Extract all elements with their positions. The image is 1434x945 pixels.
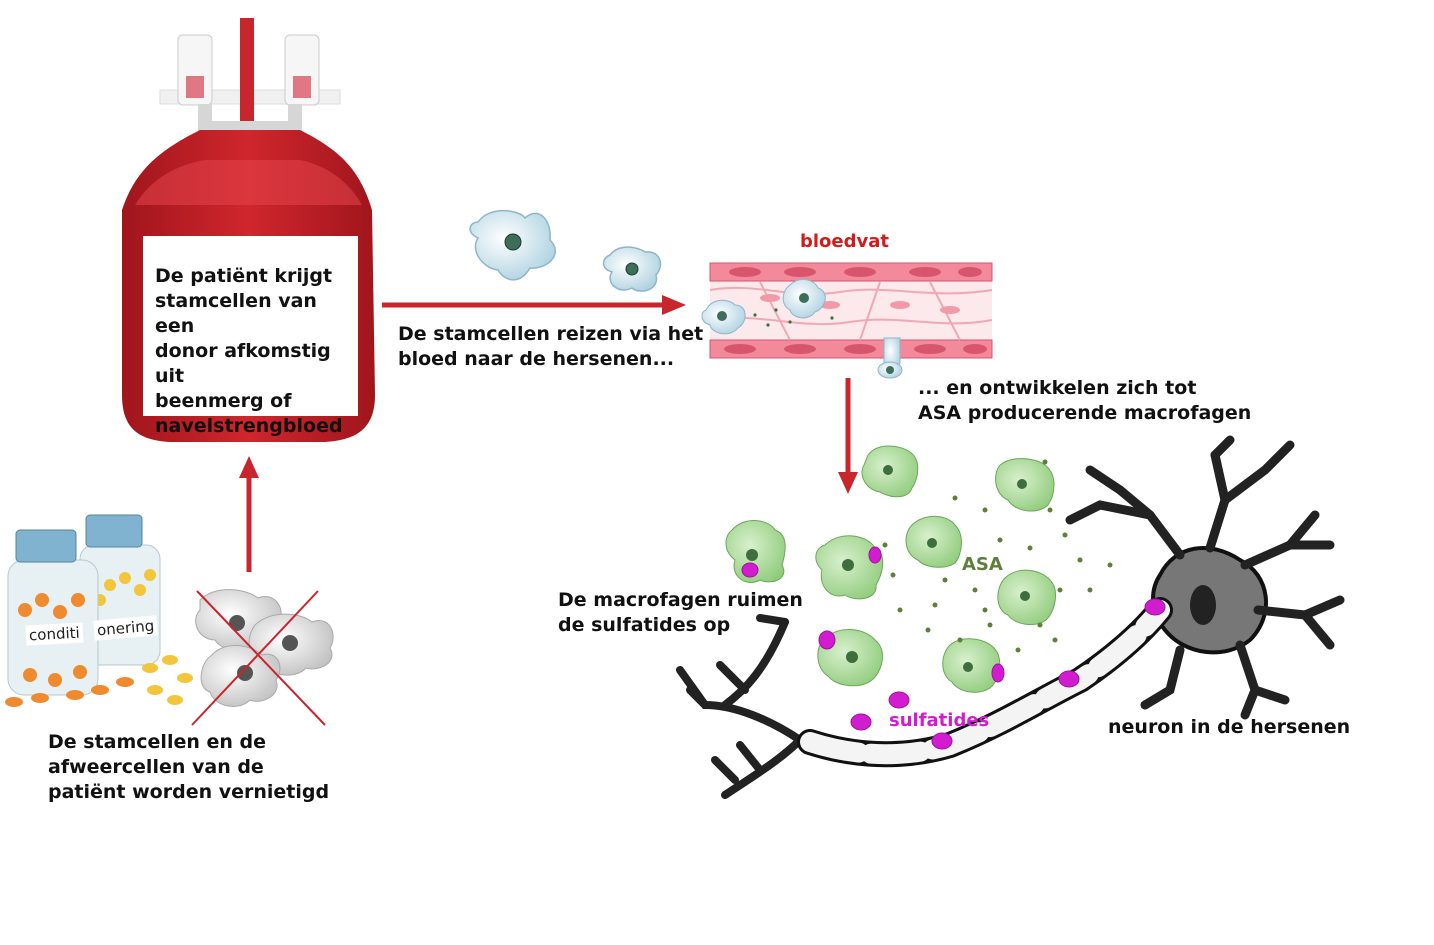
arrow-up-to-bag [239, 456, 259, 572]
arrow-vessel-down [838, 378, 858, 494]
asa-dots [882, 459, 1113, 653]
destroyed-label: De stamcellen en de afweercellen van de … [48, 731, 330, 803]
cross-line-2 [191, 590, 319, 726]
asa-label: ASA [962, 554, 1003, 575]
stemcell-large [469, 209, 557, 281]
blood-vessel [701, 262, 993, 379]
destroyed-cells [191, 589, 334, 726]
macrophages-label: De macrofagen ruimen de sulfatides op [558, 589, 803, 636]
arrow-bag-to-vessel [382, 295, 686, 315]
macrophage-6 [997, 569, 1057, 626]
macrophage-8 [942, 638, 1001, 693]
sulfatides [741, 546, 1166, 750]
macrophage-1 [725, 520, 786, 583]
macrophage-3 [861, 445, 919, 498]
develop-label: ... en ontwikkelen zich tot ASA producer… [918, 377, 1252, 424]
bag-tube [240, 18, 254, 128]
macrophages [725, 445, 1057, 693]
macrophage-5 [905, 515, 962, 568]
neuron-label: neuron in de hersenen [1108, 716, 1351, 738]
macrophage-4 [995, 458, 1055, 512]
jar-label-left: conditi [25, 622, 84, 646]
cross-line-1 [196, 590, 326, 726]
macrophage-2 [815, 535, 884, 600]
bag-label: De patiënt krijgt stamcellen van een don… [143, 236, 358, 437]
sulfatides-label: sulfatides [889, 710, 990, 731]
stemcell-small [602, 246, 662, 292]
neuron [676, 435, 1345, 799]
vessel-label: bloedvat [800, 231, 889, 252]
travel-label: De stamcellen reizen via het bloed naar … [398, 323, 704, 370]
medicine-jars [5, 514, 193, 707]
